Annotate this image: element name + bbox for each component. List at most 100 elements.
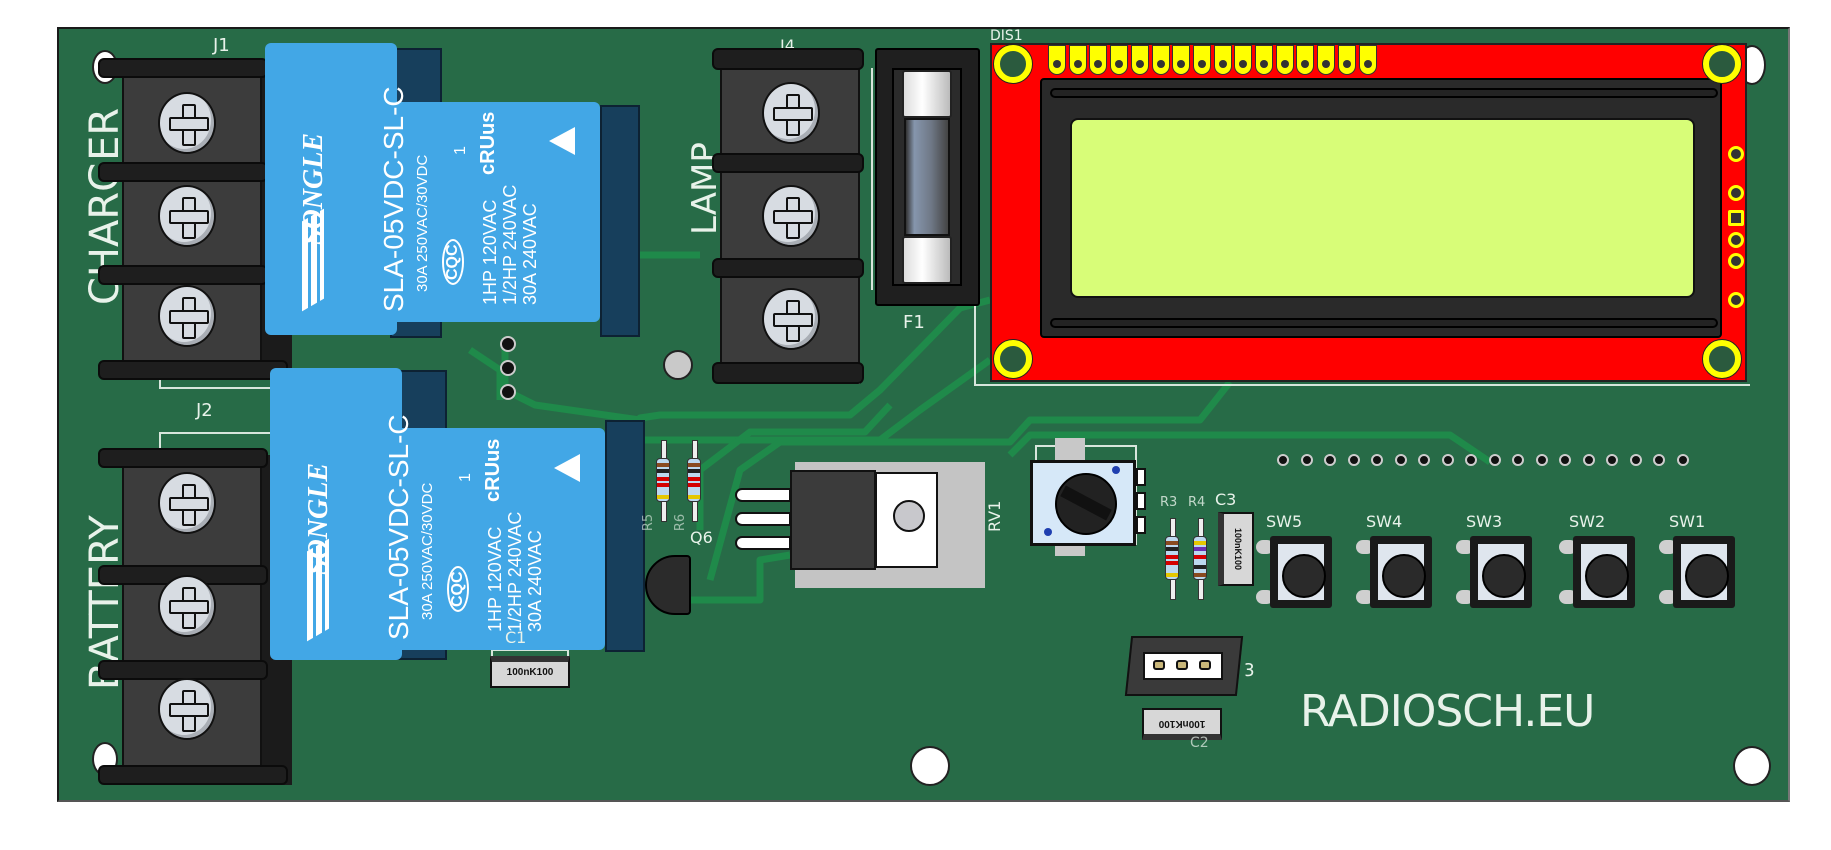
capacitor-c1: 100nK100 (490, 656, 570, 688)
relay-rating: 30A 250VAC/30VDC (419, 482, 436, 620)
lcd-groove (1050, 88, 1718, 98)
lcd-header-pad (1089, 45, 1108, 75)
lcd-header-pad (1048, 45, 1066, 75)
trace (706, 379, 1233, 581)
ul-cert-icon: cRUus (477, 111, 499, 175)
j1-ref-label: J1 (213, 35, 230, 56)
j3-ref-label: J3 (1238, 660, 1255, 681)
c1-ref-label: C1 (505, 628, 527, 647)
f1-ref-label: F1 (903, 312, 925, 333)
c2-ref-label: C2 (1190, 735, 1209, 751)
lcd-side-pad (1728, 146, 1744, 162)
button-cap-icon[interactable] (1585, 554, 1629, 598)
screw-icon[interactable] (762, 82, 820, 144)
ul-cert-icon: cRUus (482, 438, 504, 502)
lcd-header-pad (1110, 45, 1129, 75)
rv1-ref-label: RV1 (985, 500, 1004, 532)
fuse-glass (904, 118, 950, 236)
header-hole (1606, 454, 1618, 466)
header-hole (1535, 454, 1548, 466)
push-button-sw3[interactable] (1456, 536, 1534, 608)
j2-ref-label: J2 (196, 400, 213, 421)
knob-icon (1055, 473, 1117, 535)
dis1-ref-label: DIS1 (990, 28, 1023, 44)
lcd-header-pad (1317, 45, 1336, 75)
trace (640, 357, 993, 444)
via-pad (663, 350, 693, 380)
screw-icon[interactable] (158, 678, 216, 740)
header-hole (1418, 454, 1430, 466)
button-cap-icon[interactable] (1685, 554, 1729, 598)
resistor-r5 (656, 440, 670, 522)
header-hole (1653, 454, 1665, 466)
r3-ref-label: R3 (1160, 495, 1178, 510)
push-button-sw4[interactable] (1356, 536, 1434, 608)
header-hole (1371, 454, 1383, 466)
screw-icon[interactable] (158, 285, 216, 347)
header-hole (1347, 454, 1360, 466)
lcd-header-pad (1068, 45, 1087, 75)
lcd-groove (1050, 318, 1718, 328)
header-hole (1629, 454, 1642, 466)
relay-spec-line: 1/2HP 240VAC (500, 184, 520, 305)
lcd-header-pad (1255, 45, 1273, 75)
trace (501, 296, 991, 424)
songle-logo-icon (307, 538, 329, 642)
c1-silk-outline (491, 649, 569, 656)
header-hole (1582, 454, 1595, 466)
screw-icon[interactable] (762, 288, 820, 350)
header-hole (1277, 454, 1289, 466)
lcd-side-pad (1728, 253, 1744, 269)
q6-ref-label: Q6 (690, 528, 713, 547)
header-hole (1512, 454, 1524, 466)
button-cap-icon[interactable] (1482, 554, 1526, 598)
relay-pin-mark: 1 (457, 473, 474, 482)
cqc-cert-icon: CQC (447, 566, 469, 612)
r6-ref-label: R6 (673, 513, 689, 532)
button-cap-icon[interactable] (1382, 554, 1426, 598)
screw-icon[interactable] (158, 185, 216, 247)
lcd-header-pad (1337, 45, 1356, 75)
header-hole (1676, 454, 1689, 466)
fuse-cap (902, 70, 952, 118)
switch-ref-label: SW4 (1366, 512, 1403, 531)
resistor-r4 (1193, 518, 1207, 600)
push-button-sw2[interactable] (1559, 536, 1637, 608)
relay-spec-line: 30A 240VAC (520, 203, 540, 305)
lcd-header-pad (1275, 45, 1294, 75)
mounting-hole-icon (893, 500, 925, 532)
header-hole (1441, 454, 1454, 466)
lcd-header-pad (1358, 45, 1377, 75)
trace (1007, 431, 1492, 465)
header-hole (1394, 454, 1407, 466)
button-cap-icon[interactable] (1282, 554, 1326, 598)
screw-icon[interactable] (158, 92, 216, 154)
brand-label: RADIOSCH.EU (1300, 686, 1595, 737)
lcd-mount-ring (1703, 340, 1741, 378)
cqc-cert-icon: CQC (442, 239, 464, 285)
switch-ref-label: SW5 (1266, 512, 1303, 531)
lcd-mount-ring (1703, 45, 1741, 83)
relay-model: SLA-05VDC-SL-C (378, 86, 409, 312)
lcd-header-pad (1234, 45, 1253, 75)
lcd-side-pad (1728, 292, 1744, 308)
header-hole (1324, 454, 1336, 466)
relay-rating: 30A 250VAC/30VDC (414, 154, 431, 292)
c3-ref-label: C3 (1215, 490, 1237, 509)
push-button-sw1[interactable] (1659, 536, 1737, 608)
lcd-screen (1070, 118, 1695, 298)
capacitor-c3: 100nK100 (1218, 512, 1254, 586)
screw-icon[interactable] (158, 472, 216, 534)
switch-ref-label: SW2 (1569, 512, 1606, 531)
resistor-r3 (1165, 518, 1179, 600)
lcd-mount-ring (994, 45, 1032, 83)
lcd-header-pad (1213, 45, 1232, 75)
mounting-hole (910, 746, 950, 786)
header-hole (1300, 454, 1313, 466)
screw-icon[interactable] (158, 575, 216, 637)
push-button-sw5[interactable] (1256, 536, 1334, 608)
tuv-cert-icon (554, 454, 580, 482)
pad (500, 384, 516, 400)
lcd-mount-ring (994, 340, 1032, 378)
screw-icon[interactable] (762, 185, 820, 247)
